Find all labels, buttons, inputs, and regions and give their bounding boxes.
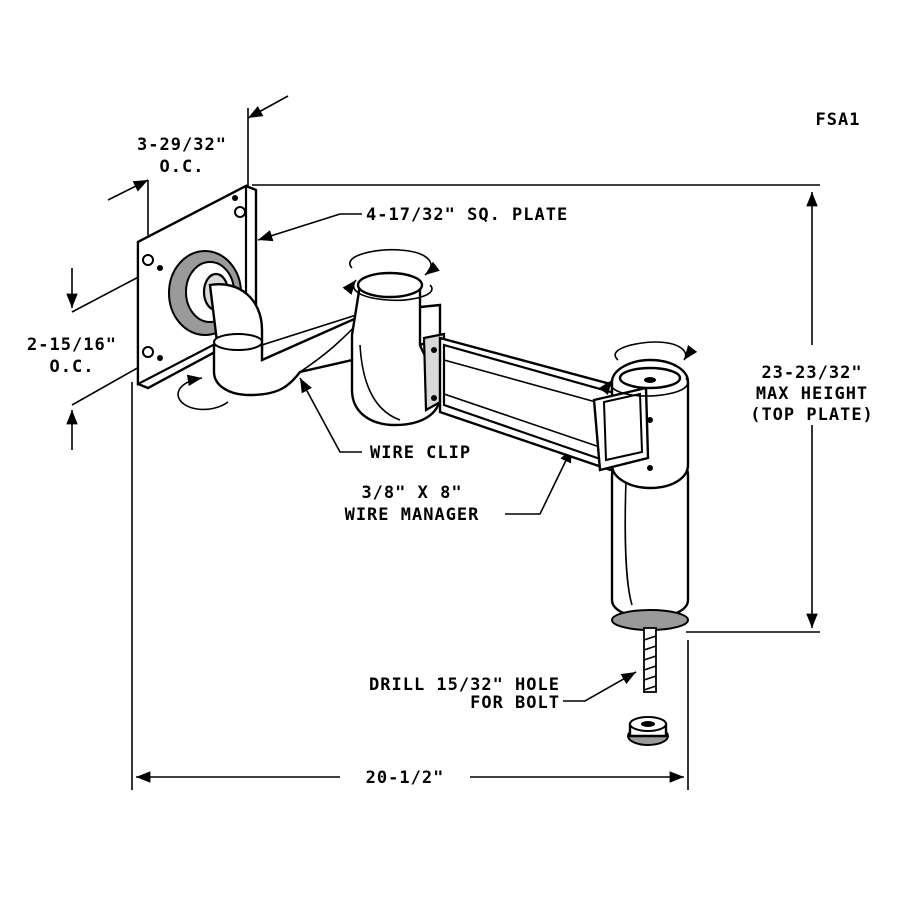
wire-clip-label: WIRE CLIP — [370, 443, 471, 463]
middle-joint — [342, 248, 446, 427]
plate-hole-spacing-value: 3-29/32" — [137, 135, 227, 155]
plate-hole-spacing-left-value: 2-15/16" — [27, 335, 117, 355]
drill-hole-note: FOR BOLT — [470, 693, 560, 713]
overall-width-label: 20-1/2" — [366, 768, 445, 788]
max-height-note: (TOP PLATE) — [750, 405, 874, 425]
dimension-lines — [66, 95, 820, 790]
plate-rotation-arrow — [177, 374, 229, 411]
wire-manager-size: 3/8" X 8" — [361, 483, 462, 503]
max-height-value: 23-23/32" — [761, 363, 862, 383]
plate-size-label: 4-17/32" SQ. PLATE — [366, 205, 568, 225]
max-height-label: MAX HEIGHT — [756, 384, 868, 404]
model-code: FSA1 — [816, 110, 861, 130]
wire-manager-label: WIRE MANAGER — [345, 505, 480, 525]
wire-manager-arm — [438, 336, 642, 482]
post-assembly — [592, 341, 698, 746]
plate-hole-spacing-oc: O.C. — [160, 157, 205, 177]
plate-hole-spacing-left-oc: O.C. — [50, 357, 95, 377]
drill-hole-label: DRILL 15/32" HOLE — [369, 675, 560, 695]
